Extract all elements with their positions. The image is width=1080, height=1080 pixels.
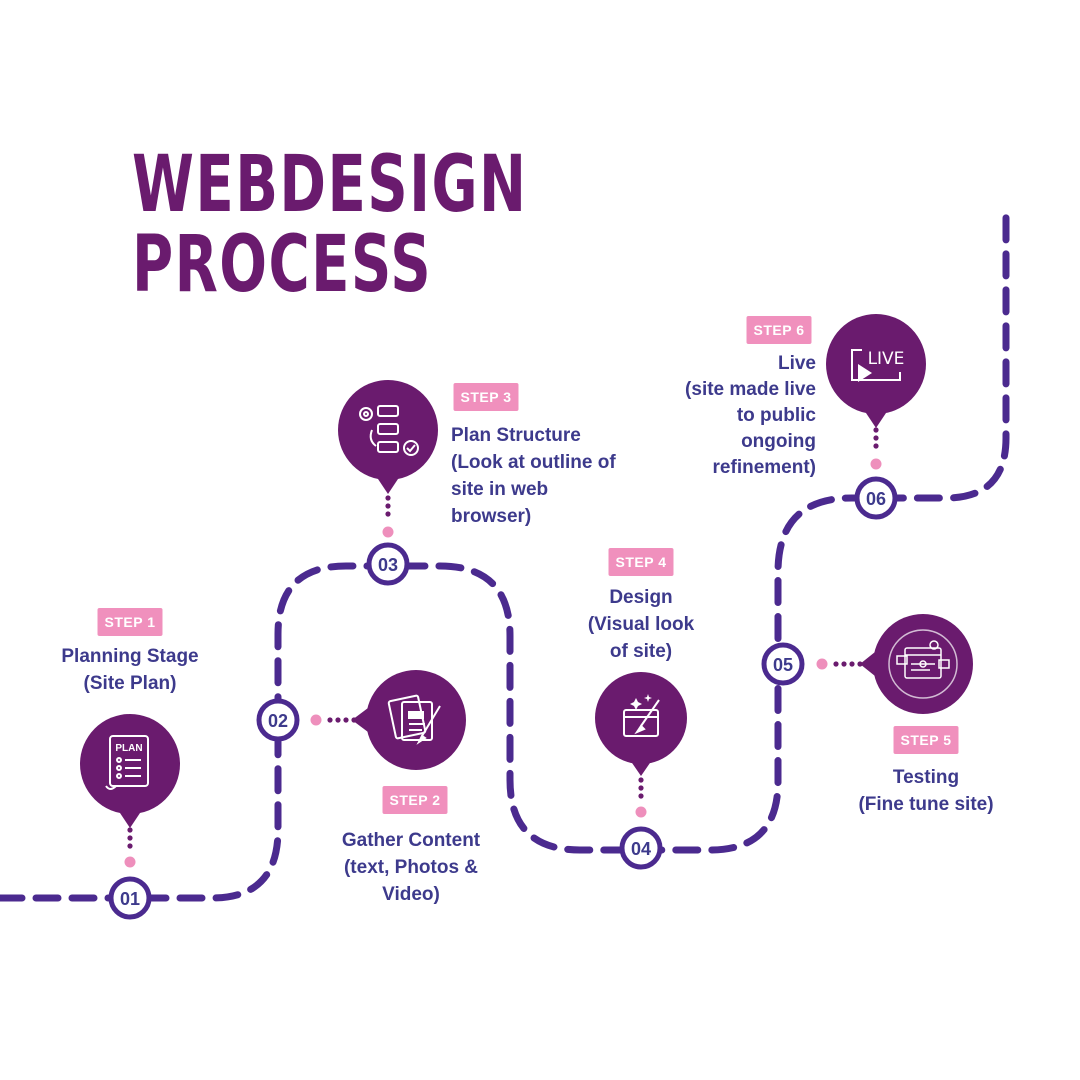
step-4-description: Design (Visual look of site) bbox=[588, 584, 694, 665]
connector-step-2 bbox=[310, 714, 357, 726]
node-04: 04 bbox=[619, 826, 663, 870]
svg-text:03: 03 bbox=[378, 555, 398, 575]
svg-text:04: 04 bbox=[631, 839, 651, 859]
node-02: 02 bbox=[256, 698, 300, 742]
step-1-detail: (Site Plan) bbox=[83, 673, 177, 694]
step-2-description: Gather Content (text, Photos & Video) bbox=[342, 827, 480, 908]
step-5-detail: (Fine tune site) bbox=[858, 794, 994, 815]
step-6-detail: ongoing bbox=[741, 431, 816, 452]
step-2-icon-bubble bbox=[352, 670, 466, 770]
step-6-detail: refinement) bbox=[712, 457, 816, 478]
step-3-badge: STEP 3 bbox=[453, 383, 519, 411]
svg-text:PLAN: PLAN bbox=[115, 743, 142, 754]
connector-step-5 bbox=[816, 658, 863, 670]
step-5-badge: STEP 5 bbox=[893, 726, 959, 754]
step-4-icon-bubble bbox=[595, 672, 687, 776]
testing-browser-windows-icon bbox=[888, 629, 958, 699]
step-3-detail: browser) bbox=[451, 506, 532, 527]
svg-text:LIVE: LIVE bbox=[868, 349, 905, 369]
step-6-description: Live (site made live to public ongoing r… bbox=[685, 351, 816, 481]
content-documents-pen-icon bbox=[387, 694, 441, 745]
step-4-detail: (Visual look bbox=[587, 614, 695, 635]
step-3-detail: (Look at outline of bbox=[451, 452, 616, 473]
svg-text:06: 06 bbox=[866, 489, 886, 509]
node-06: 06 bbox=[854, 476, 898, 520]
step-2-detail: Video) bbox=[382, 884, 440, 905]
connector-step-3 bbox=[382, 495, 394, 538]
structure-gear-flow-icon bbox=[359, 405, 419, 456]
connector-step-4 bbox=[635, 777, 647, 818]
title-line-1: WEBDESIGN bbox=[132, 140, 528, 230]
step-4-badge: STEP 4 bbox=[608, 548, 674, 576]
step-6-heading: Live bbox=[777, 353, 816, 374]
svg-text:02: 02 bbox=[268, 711, 288, 731]
step-1-heading: Planning Stage bbox=[61, 646, 199, 667]
step-6-detail: to public bbox=[736, 405, 816, 426]
step-3-icon-bubble bbox=[338, 380, 438, 494]
step-1-icon-bubble: PLAN bbox=[80, 714, 180, 828]
step-6-badge: STEP 6 bbox=[746, 316, 812, 344]
step-3-heading: Plan Structure bbox=[451, 425, 581, 446]
step-5-icon-bubble bbox=[860, 614, 973, 714]
connector-step-1 bbox=[124, 827, 136, 868]
connector-step-6 bbox=[870, 427, 882, 470]
node-05: 05 bbox=[761, 642, 805, 686]
step-1-badge: STEP 1 bbox=[97, 608, 163, 636]
step-2-badge: STEP 2 bbox=[382, 786, 448, 814]
step-1-description: Planning Stage (Site Plan) bbox=[61, 643, 198, 697]
step-5-description: Testing (Fine tune site) bbox=[858, 764, 993, 818]
step-4-heading: Design bbox=[609, 587, 673, 608]
step-6-icon-bubble: LIVE bbox=[826, 314, 926, 428]
step-2-detail: (text, Photos & bbox=[343, 857, 479, 878]
step-2-heading: Gather Content bbox=[341, 830, 481, 851]
step-6-detail: (site made live bbox=[685, 379, 816, 400]
title-line-2: PROCESS bbox=[132, 220, 433, 310]
design-browser-brush-icon bbox=[623, 694, 660, 737]
step-3-detail: site in web bbox=[451, 479, 549, 500]
step-4-detail: of site) bbox=[609, 641, 673, 662]
step-3-description: Plan Structure (Look at outline of site … bbox=[451, 422, 616, 530]
node-01: 01 bbox=[108, 876, 152, 920]
svg-text:05: 05 bbox=[773, 655, 793, 675]
node-03: 03 bbox=[366, 542, 410, 586]
step-5-heading: Testing bbox=[892, 767, 960, 788]
live-play-icon: LIVE bbox=[851, 349, 905, 382]
svg-text:01: 01 bbox=[120, 889, 140, 909]
plan-document-icon: PLAN bbox=[105, 735, 149, 790]
